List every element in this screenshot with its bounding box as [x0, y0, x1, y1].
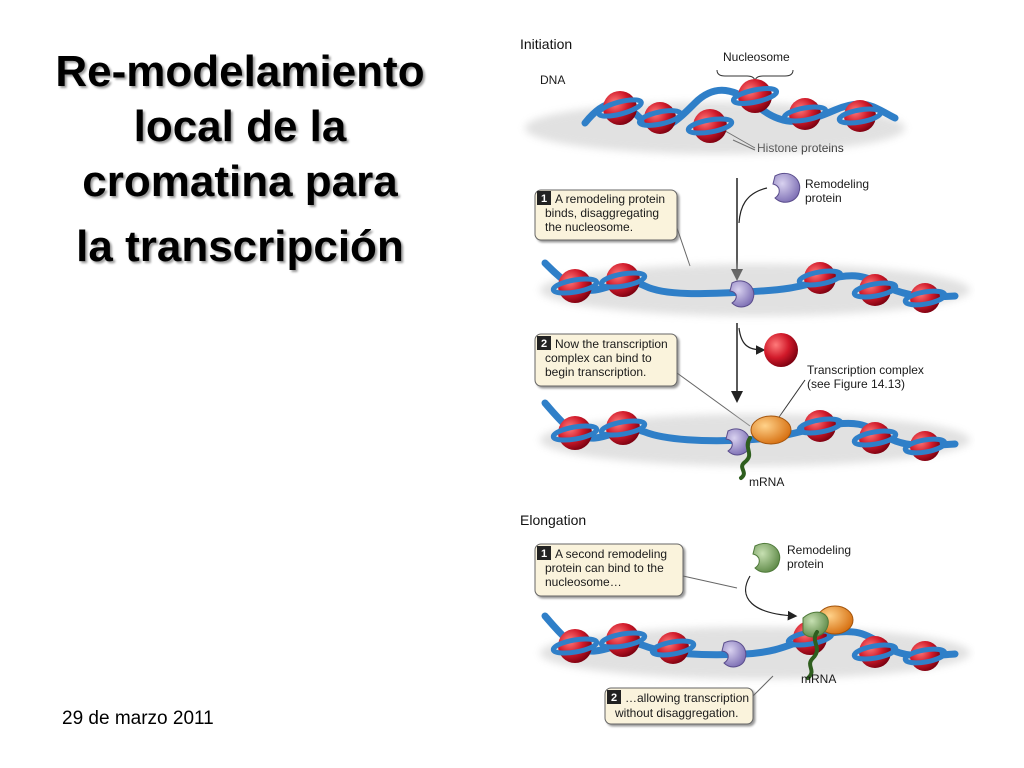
slide-title: Re-modelamiento local de la cromatina pa… [30, 44, 450, 274]
step-number-1: 1 [541, 193, 547, 205]
chromatin-row-1 [525, 79, 905, 154]
binding-arrow-2 [745, 575, 798, 621]
step-number-2: 2 [541, 338, 547, 350]
title-line-1: Re-modelamiento local de la cromatina pa… [55, 47, 425, 206]
elongation-step1-text: nucleosome… [545, 575, 622, 589]
remodeling-protein-icon [772, 172, 801, 203]
step2-text: begin transcription. [545, 365, 646, 379]
mrna-label-2: mRNA [801, 672, 836, 686]
tc-pointer [776, 379, 806, 421]
chromatin-row-2 [540, 259, 970, 316]
callout-step-1: 1 A remodeling protein binds, disaggrega… [534, 189, 691, 267]
elongation-step-number-2: 2 [611, 692, 617, 704]
elongation-callout-step-2: 2 …allowing transcription without disagg… [604, 675, 774, 725]
step2-text: complex can bind to [545, 351, 652, 365]
step1-text: A remodeling protein [555, 192, 665, 206]
step2-text: Now the transcription [555, 337, 668, 351]
initiation-heading: Initiation [520, 36, 572, 52]
release-arrow [738, 327, 766, 355]
elongation-step2-text: …allowing transcription [625, 691, 749, 705]
remodeling-protein-label: Remodeling [805, 177, 869, 191]
remodeling-protein-2-icon [752, 542, 781, 573]
step1-text: the nucleosome. [545, 220, 633, 234]
elongation-callout-step-1: 1 A second remodeling protein can bind t… [534, 543, 738, 597]
mrna-strand [739, 436, 752, 480]
step1-text: binds, disaggregating [545, 206, 659, 220]
title-line-2: la transcripción [76, 222, 404, 271]
elongation-step1-text: protein can bind to the [545, 561, 664, 575]
remodeling-protein-2-label: Remodeling [787, 543, 851, 557]
slide-date: 29 de marzo 2011 [62, 708, 214, 729]
chromatin-row-3 [540, 399, 970, 480]
elongation-step-number-1: 1 [541, 548, 547, 560]
elongation-step2-text: without disaggregation. [614, 706, 738, 720]
remodeling-protein-label: protein [805, 191, 842, 205]
chromatin-remodeling-diagram: Initiation DNA Nucleosome Histone protei… [520, 36, 970, 725]
elongation-step1-text: A second remodeling [555, 547, 667, 561]
nucleosome-label: Nucleosome [723, 50, 790, 64]
chromatin-row-4 [540, 605, 970, 680]
elongation-heading: Elongation [520, 512, 586, 528]
transcription-complex-label: Transcription complex [807, 363, 924, 377]
released-histone-icon [764, 333, 798, 367]
dna-label: DNA [540, 73, 565, 87]
mrna-label: mRNA [749, 475, 784, 489]
remodeling-protein-2-label: protein [787, 557, 824, 571]
callout-step-2: 2 Now the transcription complex can bind… [534, 333, 751, 427]
mrna-strand [806, 630, 819, 680]
binding-arrow [738, 187, 768, 224]
transcription-complex-label: (see Figure 14.13) [807, 377, 905, 391]
transcription-complex-icon [750, 415, 792, 445]
